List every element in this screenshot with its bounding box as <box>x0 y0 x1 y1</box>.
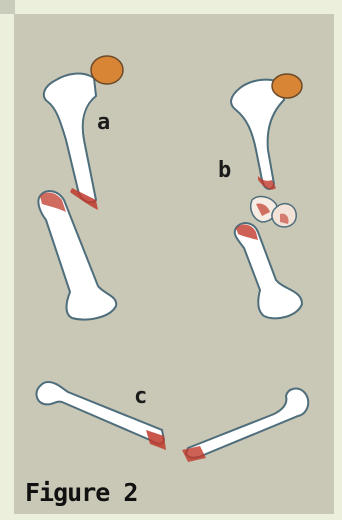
fractured-bone-c-icon <box>37 382 309 462</box>
label-a: a <box>97 112 110 134</box>
label-b: b <box>218 160 231 182</box>
fractured-bone-b-icon <box>231 74 302 318</box>
figure-caption: Figure 2 <box>25 478 137 507</box>
label-c: c <box>134 386 147 408</box>
fractured-bone-a-icon <box>38 56 123 320</box>
